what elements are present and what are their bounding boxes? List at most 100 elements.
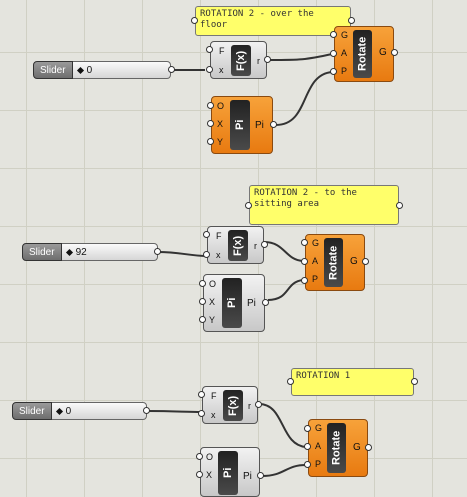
pi-output-dot[interactable] [257,472,264,479]
pi-title: Pi [218,451,238,495]
input-x: X [217,119,224,129]
input-f: F [211,391,217,401]
expression-component-2[interactable]: F x F(x) r [207,226,264,264]
pi-component-1[interactable]: O X Y Pi Pi [211,96,273,154]
number-slider-3[interactable]: Slider 0 [12,402,147,420]
panel-rotation-1[interactable]: ROTATION 1 [291,368,414,396]
panel-output-dot[interactable] [396,202,403,209]
pi-input-dot[interactable] [199,316,206,323]
slider-output-dot[interactable] [168,66,175,73]
slider-track[interactable]: 92 [61,243,158,261]
slider-grip-icon[interactable] [76,66,84,74]
rotate-title: Rotate [353,30,372,78]
output-r: r [257,56,260,66]
panel-output-dot[interactable] [348,17,355,24]
rotate-output-dot[interactable] [391,49,398,56]
expr-input-dot[interactable] [203,231,210,238]
expr-input-dot[interactable] [206,46,213,53]
pi-input-dot[interactable] [207,138,214,145]
output-g: G [379,47,387,58]
input-a: A [341,48,348,58]
rotate-input-dot[interactable] [301,258,308,265]
input-f: F [219,46,225,56]
rotate-output-dot[interactable] [365,444,372,451]
rotate-input-dot[interactable] [301,239,308,246]
input-x: x [216,250,221,260]
rotate-input-dot[interactable] [304,461,311,468]
input-o: O [206,452,214,462]
expr-input-dot[interactable] [203,251,210,258]
pi-input-dot[interactable] [196,471,203,478]
rotate-title: Rotate [327,423,346,473]
input-o: O [209,279,217,289]
rotate-output-dot[interactable] [362,258,369,265]
slider-grip-icon[interactable] [65,248,73,256]
input-g: G [315,423,323,433]
panel-output-dot[interactable] [411,378,418,385]
pi-component-3[interactable]: O X Pi Pi [200,447,260,497]
pi-input-dot[interactable] [199,298,206,305]
expression-title: F(x) [223,390,243,421]
panel-rotation-2-floor[interactable]: ROTATION 2 - over the floor [195,6,351,36]
pi-input-dot[interactable] [207,120,214,127]
input-p: P [315,459,322,469]
pi-component-2[interactable]: O X Y Pi Pi [203,274,265,332]
input-x: X [209,297,216,307]
output-pi: Pi [243,471,252,482]
number-slider-1[interactable]: Slider 0 [33,61,171,79]
slider-output-dot[interactable] [154,248,161,255]
pi-input-dot[interactable] [199,280,206,287]
pi-output-dot[interactable] [262,299,269,306]
expr-input-dot[interactable] [198,410,205,417]
expression-component-3[interactable]: F x F(x) r [202,386,258,424]
input-x: X [206,470,213,480]
input-p: P [341,66,348,76]
input-a: A [312,256,319,266]
pi-output-dot[interactable] [270,121,277,128]
slider-output-dot[interactable] [143,407,150,414]
number-slider-2[interactable]: Slider 92 [22,243,158,261]
rotate-input-dot[interactable] [330,68,337,75]
output-g: G [350,256,358,267]
panel-input-dot[interactable] [245,202,252,209]
rotate-input-dot[interactable] [304,443,311,450]
slider-track[interactable]: 0 [72,61,171,79]
slider-track[interactable]: 0 [51,402,147,420]
expression-component-1[interactable]: F x F(x) r [210,41,267,79]
input-y: Y [209,315,216,325]
slider-value: 0 [86,64,93,76]
output-pi: Pi [255,120,264,131]
rotate-component-2[interactable]: G A P Rotate G [305,234,365,291]
expr-output-dot[interactable] [255,401,262,408]
slider-label: Slider [33,61,73,79]
rotate-title: Rotate [324,238,343,287]
input-y: Y [217,137,224,147]
slider-label: Slider [22,243,62,261]
rotate-input-dot[interactable] [330,50,337,57]
expression-title: F(x) [231,45,251,76]
expr-output-dot[interactable] [264,56,271,63]
input-f: F [216,231,222,241]
rotate-input-dot[interactable] [304,425,311,432]
slider-value: 92 [75,246,87,258]
panel-input-dot[interactable] [191,17,198,24]
output-g: G [353,442,361,453]
expression-title: F(x) [228,230,248,261]
pi-input-dot[interactable] [207,102,214,109]
rotate-input-dot[interactable] [330,31,337,38]
rotate-component-1[interactable]: G A P Rotate G [334,26,394,82]
input-g: G [341,30,349,40]
rotate-component-3[interactable]: G A P Rotate G [308,419,368,477]
expr-input-dot[interactable] [206,66,213,73]
slider-label: Slider [12,402,52,420]
slider-value: 0 [65,405,72,417]
pi-input-dot[interactable] [196,453,203,460]
input-x: x [211,410,216,420]
slider-grip-icon[interactable] [55,407,63,415]
rotate-input-dot[interactable] [301,277,308,284]
expr-output-dot[interactable] [261,241,268,248]
panel-rotation-2-sitting[interactable]: ROTATION 2 - to the sitting area [249,185,399,225]
panel-input-dot[interactable] [287,378,294,385]
expr-input-dot[interactable] [198,391,205,398]
